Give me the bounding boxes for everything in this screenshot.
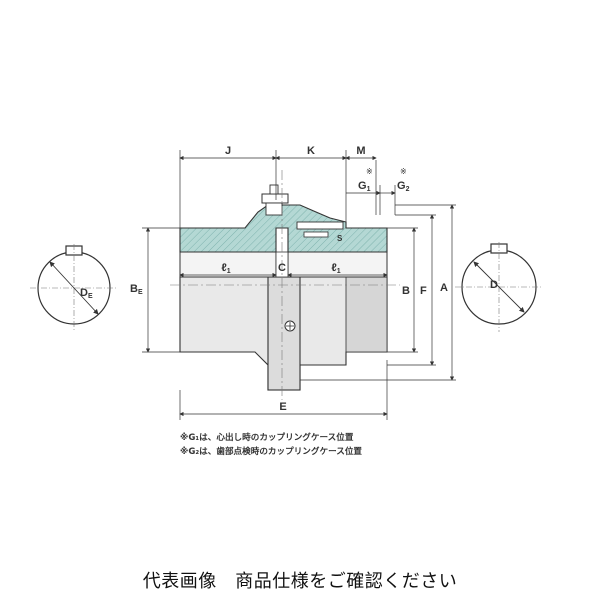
label-BE: BE [130, 283, 143, 296]
label-E: E [279, 401, 286, 413]
label-DE: DE [80, 287, 93, 300]
label-A: A [440, 282, 448, 294]
note-G1: ※G₁は、心出し時のカップリングケース位置 [180, 431, 354, 443]
label-F: F [420, 285, 427, 297]
label-G1: G1 [358, 180, 371, 193]
note-G2: ※G₂は、歯部点検時のカップリングケース位置 [180, 445, 362, 457]
dimension-lines [142, 150, 456, 420]
label-G2: G2 [397, 180, 410, 193]
left-shaft-end-view [30, 244, 118, 332]
label-M: M [356, 145, 365, 157]
label-C: C [278, 262, 286, 274]
representative-image-caption: 代表画像 商品仕様をご確認ください [142, 571, 458, 592]
label-B: B [402, 285, 410, 297]
label-S: S [337, 234, 343, 243]
dimension-labels: J K M ※ ※ G1 G2 S ℓ1 C ℓ1 BE B F A E DE … [80, 145, 498, 413]
label-l1-right: ℓ1 [331, 262, 340, 275]
asterisk-G2: ※ [400, 167, 407, 176]
label-l1-left: ℓ1 [221, 262, 230, 275]
label-D: D [490, 279, 498, 291]
label-J: J [225, 145, 231, 157]
asterisk-G1: ※ [366, 167, 373, 176]
right-shaft-end-view [455, 242, 543, 332]
coupling-side-view [170, 170, 400, 400]
notes: ※G₁は、心出し時のカップリングケース位置 ※G₂は、歯部点検時のカップリングケ… [180, 431, 362, 457]
label-K: K [307, 145, 315, 157]
